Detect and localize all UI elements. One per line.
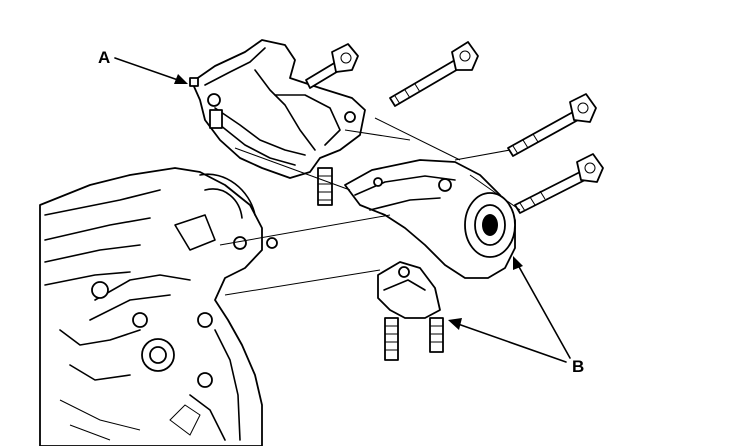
alignment-lines — [219, 117, 521, 296]
callout-b: B — [448, 256, 584, 376]
lower-stud-bracket — [377, 261, 444, 361]
bolt-long-upper — [389, 41, 479, 107]
transmission-mount — [344, 159, 516, 279]
label-a: A — [98, 48, 110, 67]
label-b: B — [572, 357, 584, 376]
bolt-long-middle — [507, 93, 597, 157]
transmission-housing — [39, 167, 278, 446]
bolt-small — [305, 43, 359, 89]
callout-a: A — [98, 48, 188, 84]
upper-mount-bracket — [189, 39, 366, 206]
bolt-long-lower — [514, 153, 604, 214]
